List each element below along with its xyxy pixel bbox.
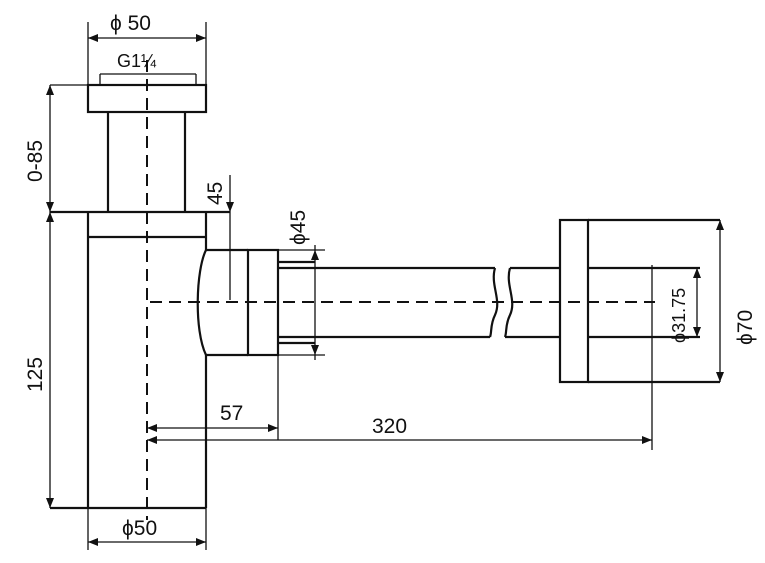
bottom-diameter-label: ϕ50 [122,517,157,540]
pipe-diameter-label: ϕ31.75 [669,288,689,343]
dim-length: 320 [147,265,653,450]
bottle-body [50,210,230,510]
dim-outlet-diameter: ϕ45 [278,210,325,360]
dim-total-height: 125 [24,212,54,508]
thread-label: G1¼ [117,51,157,71]
height-adjust-label: 0-85 [24,140,47,182]
dim-outlet-offset: 57 [147,355,279,440]
outlet-offset-label: 57 [220,402,243,425]
wall-flange [558,218,720,384]
outlet-nut [196,248,315,357]
top-diameter-label: ϕ 50 [110,12,151,35]
centre-lines [146,60,655,520]
outlet-diameter-label: ϕ45 [287,210,310,245]
dim-flange-diameter: ϕ70 [716,220,757,382]
outlet-height-label: 45 [204,182,227,205]
dim-pipe-diameter: ϕ31.75 [669,268,701,343]
flange-diameter-label: ϕ70 [734,310,757,345]
dim-bottom-diameter: ϕ50 [87,508,207,550]
neck-tube [106,112,187,212]
wall-pipe [278,266,560,339]
dim-outlet-height: 45 [204,175,234,300]
dim-top-diameter: ϕ 50 [87,12,207,85]
total-height-label: 125 [24,357,47,392]
dim-height-adjust: 0-85 [24,84,88,212]
length-label: 320 [372,415,407,438]
